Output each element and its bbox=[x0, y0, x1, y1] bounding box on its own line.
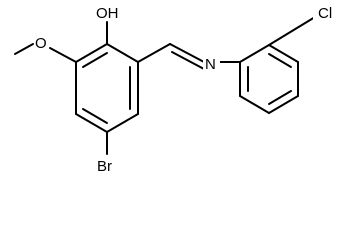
bond-c2-ch bbox=[137, 43, 171, 63]
bond-r4-r5-inner bbox=[268, 90, 292, 105]
atom-label-br: Br bbox=[97, 158, 112, 175]
bond-c3-c4 bbox=[106, 113, 139, 133]
atom-label-cl: Cl bbox=[318, 5, 332, 22]
bond-c6-c1-inner bbox=[82, 52, 108, 68]
atom-label-n: N bbox=[205, 56, 216, 73]
bond-ch-n bbox=[169, 43, 205, 63]
bond-c1-c2 bbox=[106, 43, 139, 63]
phenol-ring bbox=[75, 43, 139, 133]
chlorophenyl-ring bbox=[239, 44, 299, 114]
bond-r2-r3 bbox=[268, 44, 299, 63]
bond-c4-c5-inner bbox=[82, 108, 108, 124]
bond-c4-c5 bbox=[75, 113, 108, 133]
atom-label-oh: OH bbox=[96, 5, 119, 22]
bond-r5-r6 bbox=[239, 95, 270, 114]
atom-label-o-methoxy: O bbox=[35, 35, 47, 52]
bond-r1-r2 bbox=[239, 44, 270, 63]
bond-c6-o-methoxy bbox=[49, 47, 77, 63]
bond-r4-r5 bbox=[268, 95, 299, 114]
bond-r2-r3-inner bbox=[268, 53, 292, 68]
bond-ch-n-double bbox=[171, 51, 205, 70]
bond-c6-c1 bbox=[75, 43, 108, 63]
chemical-structure-diagram: Cl OH O N Br bbox=[14, 5, 333, 175]
bond-o-methyl bbox=[14, 43, 34, 55]
bond-r2-cl bbox=[268, 13, 321, 46]
